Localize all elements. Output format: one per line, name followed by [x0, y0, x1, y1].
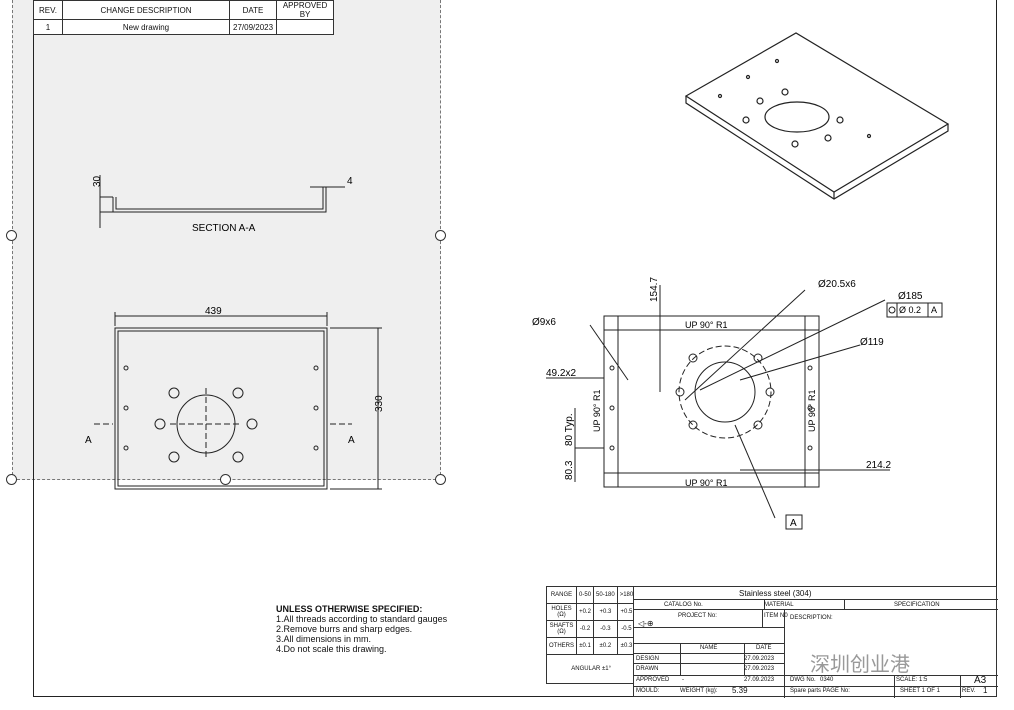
approved-label: APPROVED: [636, 677, 670, 683]
notes-header: UNLESS OTHERWISE SPECIFIED:: [276, 604, 423, 614]
projection-symbol-icon: ◁-⊕: [638, 619, 654, 628]
tol-cell: HOLES (Ω): [545, 603, 578, 621]
note-item: 3.All dimensions in mm.: [276, 634, 372, 644]
approved-cell: [276, 19, 335, 35]
revision-table: REV. CHANGE DESCRIPTION DATE APPROVED BY…: [33, 0, 335, 35]
top-height-dim: 330: [374, 395, 385, 412]
section-mark-left: A: [85, 435, 92, 446]
section-height-dim: 30: [92, 175, 103, 187]
sheet-label: SHEET 1 OF 1: [900, 688, 940, 694]
tol-header: 50-180: [593, 586, 618, 604]
date-cell: 27/09/2023: [228, 19, 278, 35]
tol-cell: OTHERS: [545, 637, 578, 655]
note-item: 1.All threads according to standard gaug…: [276, 614, 448, 624]
bend-label-top: UP 90° R1: [685, 320, 727, 330]
tol-cell: -0.3: [593, 620, 618, 638]
title-block: Stainless steel (304) CATALOG No. MATERI…: [633, 586, 998, 698]
weight-value: 5.39: [732, 686, 748, 695]
dwg-label: DWG No.: [790, 677, 816, 683]
general-notes: UNLESS OTHERWISE SPECIFIED: 1.All thread…: [276, 604, 447, 654]
dim-bolt-circle: Ø185: [898, 291, 923, 302]
resize-handle-left[interactable]: [6, 230, 17, 241]
isometric-view: [684, 32, 950, 200]
sheet-border: [33, 0, 997, 697]
approved-date: 27.09.2023: [744, 677, 775, 683]
dim-80-typ: 80 Typ.: [564, 413, 575, 446]
watermark: 深圳创业港: [810, 652, 910, 676]
material-label: MATERIAL: [764, 602, 794, 608]
dim-center-hole: Ø119: [860, 337, 884, 348]
tol-cell: +0.2: [576, 603, 595, 621]
tolerance-table: RANGE 0-50 50-180 >180 HOLES (Ω) +0.2 +0…: [545, 586, 637, 684]
dim-154: 154.7: [649, 277, 660, 302]
dim-large-holes: Ø20.5x6: [818, 279, 856, 290]
description-label: DESCRIPTION:: [790, 615, 833, 621]
project-label: PROJECT No:: [678, 613, 717, 619]
dim-80-3: 80.3: [564, 460, 575, 480]
bend-label-bottom: UP 90° R1: [685, 478, 727, 488]
tol-cell: SHAFTS (Ω): [545, 620, 578, 638]
rev-label: REV.: [962, 688, 976, 694]
weight-label: WEIGHT (kg):: [680, 688, 718, 694]
resize-handle-bottom-left[interactable]: [6, 474, 17, 485]
name-col: NAME: [700, 645, 718, 651]
datum-label: A: [790, 518, 797, 529]
dim-214: 214.2: [866, 460, 891, 471]
tol-cell: -0.2: [576, 620, 595, 638]
resize-handle-bottom-right[interactable]: [435, 474, 446, 485]
bend-label-right: UP 90° R1: [807, 390, 817, 432]
top-width-dim: 439: [205, 306, 222, 317]
tol-header: 0-50: [576, 586, 595, 604]
dim-49: 49.2x2: [546, 368, 576, 379]
tol-angular: ANGULAR ±1°: [545, 654, 637, 684]
date-col: DATE: [756, 645, 772, 651]
dwg-number: 0340: [820, 677, 834, 683]
design-label: DESIGN: [636, 656, 660, 662]
resize-handle-bottom[interactable]: [220, 474, 231, 485]
tol-cell: +0.3: [593, 603, 618, 621]
drawn-date: 27.09.2023: [744, 666, 775, 672]
section-thickness-dim: 4: [347, 176, 353, 187]
drawn-label: DRAWN: [636, 666, 659, 672]
bend-label-left: UP 90° R1: [592, 390, 602, 432]
change-cell: New drawing: [62, 19, 230, 35]
gdt-tolerance: Ø 0.2: [899, 305, 921, 315]
scale-value: SCALE: 1:5: [896, 677, 928, 683]
tol-cell: ±0.1: [576, 637, 595, 655]
approved-name: -: [682, 677, 684, 683]
top-view-holes: [123, 365, 319, 463]
rev-value: 1: [983, 686, 988, 695]
design-date: 27.09.2023: [744, 656, 775, 662]
catalog-label: CATALOG No.: [664, 602, 703, 608]
material-value: Stainless steel (304): [739, 589, 812, 598]
top-view-plate: [94, 312, 382, 490]
item-label: ITEM N0: [764, 613, 788, 619]
sheet-size: A3: [974, 675, 987, 686]
note-item: 4.Do not scale this drawing.: [276, 644, 387, 654]
spec-label: SPECIFICATION: [894, 602, 940, 608]
resize-handle-right[interactable]: [435, 230, 446, 241]
spare-parts-label: Spare parts PAGE No:: [790, 688, 850, 694]
dim-small-holes: Ø9x6: [532, 317, 556, 328]
detail-view: [546, 285, 943, 530]
selection-region[interactable]: [12, 0, 441, 480]
section-label: SECTION A-A: [192, 223, 256, 234]
tol-cell: ±0.2: [593, 637, 618, 655]
tol-header: RANGE: [545, 586, 578, 604]
gdt-datum: A: [931, 305, 937, 315]
section-mark-right: A: [348, 435, 355, 446]
note-item: 2.Remove burrs and sharp edges.: [276, 624, 413, 634]
mould-label: MOULD:: [636, 688, 660, 694]
section-view: [99, 175, 345, 228]
